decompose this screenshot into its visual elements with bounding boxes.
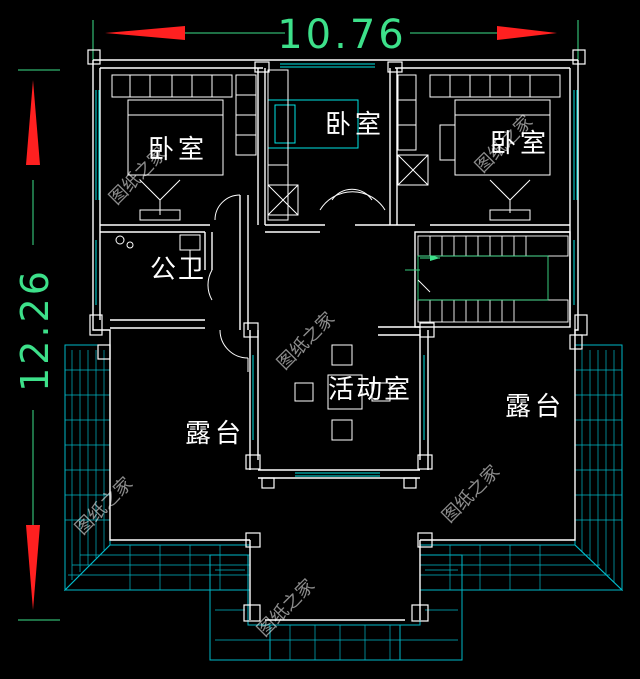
staircase — [405, 235, 569, 323]
left-arrow-icon — [105, 26, 185, 40]
right-arrow-icon — [497, 26, 557, 40]
width-label: 10.76 — [277, 12, 407, 58]
terrace-tile-lines — [65, 350, 622, 660]
windows — [95, 63, 578, 477]
stair-arrow-icon — [430, 255, 440, 261]
width-dimension: 10.76 — [92, 12, 579, 60]
columns — [87, 49, 588, 622]
up-arrow-icon — [26, 80, 40, 165]
room-label-bedroom-left: 卧室 — [148, 135, 208, 165]
room-label-terrace-right: 露台 — [505, 392, 565, 422]
room-label-terrace-left: 露台 — [185, 419, 245, 449]
down-arrow-icon — [26, 525, 40, 610]
room-label-bedroom-right: 卧室 — [490, 129, 550, 159]
room-label-bathroom: 公卫 — [150, 255, 206, 285]
room-label-activity-room: 活动室 — [328, 375, 412, 405]
depth-dimension: 12.26 — [13, 69, 60, 621]
furniture — [111, 69, 561, 441]
depth-label: 12.26 — [13, 268, 57, 392]
room-label-bedroom-middle: 卧室 — [325, 110, 385, 140]
walls — [92, 59, 579, 621]
